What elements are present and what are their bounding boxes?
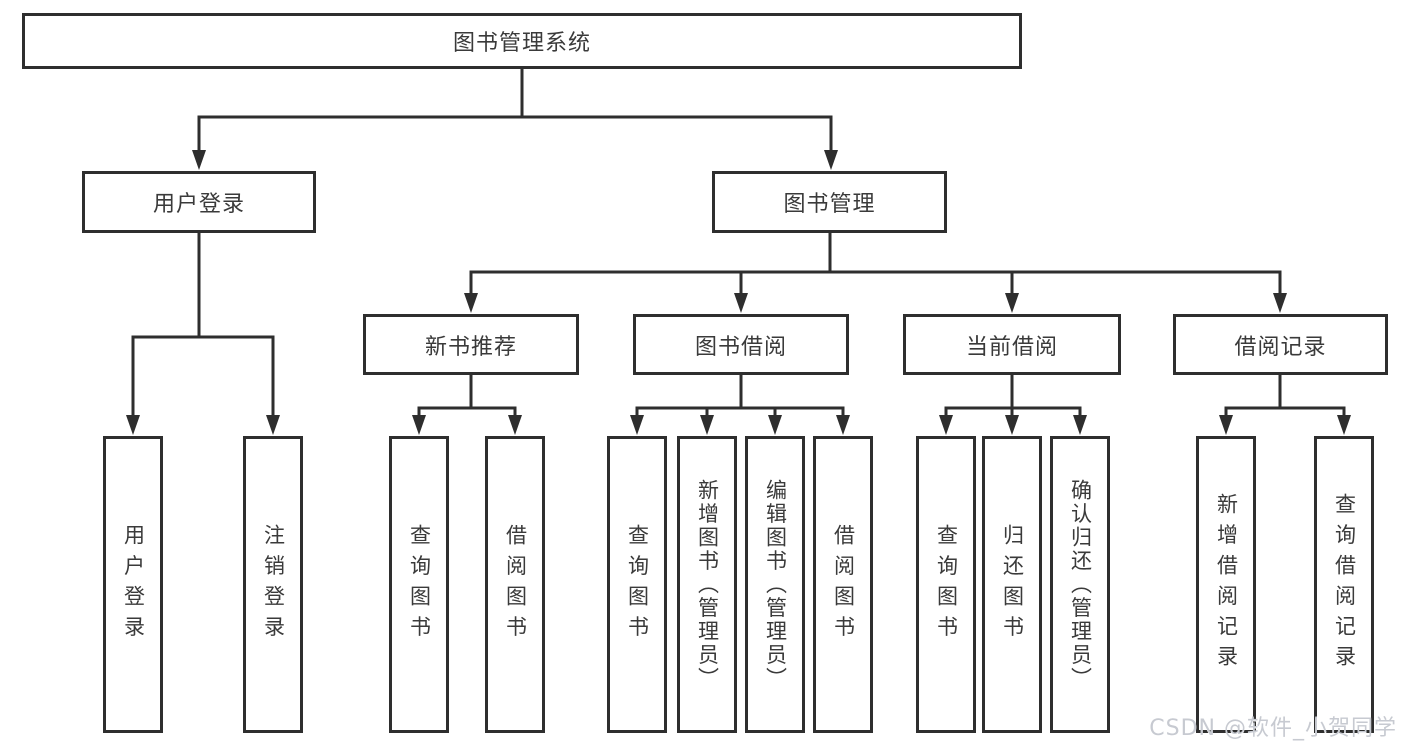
leaf-user-login: 用户登录 <box>103 436 163 733</box>
node-library-management-system: 图书管理系统 <box>22 13 1022 69</box>
leaf-logout: 注销登录 <box>243 436 303 733</box>
node-label: 借阅图书 <box>503 523 528 646</box>
leaf-edit-book-admin: 编辑图书（管理员） <box>745 436 805 733</box>
leaf-return-books: 归还图书 <box>982 436 1042 733</box>
node-label: 新书推荐 <box>424 334 517 360</box>
node-new-book-recommendation: 新书推荐 <box>363 314 579 375</box>
node-label: 新增借阅记录 <box>1214 493 1239 676</box>
leaf-query-books-recommend: 查询图书 <box>389 436 449 733</box>
node-current-borrowing: 当前借阅 <box>903 314 1121 375</box>
node-label: 借阅记录 <box>1234 334 1327 360</box>
node-label: 查询借阅记录 <box>1332 493 1357 676</box>
node-book-borrowing: 图书借阅 <box>633 314 849 375</box>
node-book-management: 图书管理 <box>712 171 947 233</box>
node-user-login: 用户登录 <box>82 171 316 233</box>
node-label: 用户登录 <box>152 192 245 217</box>
node-label: 查询图书 <box>934 523 959 646</box>
node-label: 查询图书 <box>407 523 432 646</box>
node-label: 注销登录 <box>261 523 286 646</box>
node-label: 借阅图书 <box>831 523 856 646</box>
leaf-confirm-return-admin: 确认归还（管理员） <box>1050 436 1110 733</box>
node-label: 图书管理 <box>783 192 876 217</box>
node-label: 编辑图书（管理员） <box>763 478 788 691</box>
node-label: 图书管理系统 <box>452 31 591 56</box>
leaf-query-borrow-record: 查询借阅记录 <box>1314 436 1374 733</box>
leaf-query-books-borrowing: 查询图书 <box>607 436 667 733</box>
node-label: 查询图书 <box>625 523 650 646</box>
node-borrowing-records: 借阅记录 <box>1173 314 1388 375</box>
node-label: 当前借阅 <box>965 334 1058 360</box>
leaf-borrow-books-borrowing: 借阅图书 <box>813 436 873 733</box>
leaf-add-borrow-record: 新增借阅记录 <box>1196 436 1256 733</box>
node-label: 归还图书 <box>1000 523 1025 646</box>
node-label: 确认归还（管理员） <box>1068 478 1093 691</box>
leaf-add-book-admin: 新增图书（管理员） <box>677 436 737 733</box>
node-label: 图书借阅 <box>694 334 787 360</box>
leaf-query-books-current: 查询图书 <box>916 436 976 733</box>
leaf-borrow-books-recommend: 借阅图书 <box>485 436 545 733</box>
node-label: 用户登录 <box>121 523 146 646</box>
node-label: 新增图书（管理员） <box>695 478 720 691</box>
